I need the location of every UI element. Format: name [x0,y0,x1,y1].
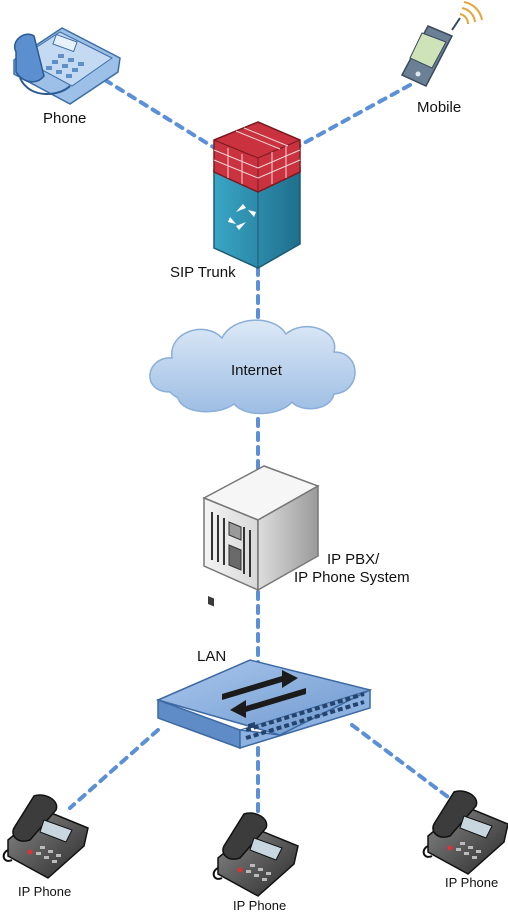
mobile-phone-icon [400,1,483,87]
ip-phone-right-icon [422,790,508,875]
desk-phone-icon [13,27,121,105]
ip-phone-center-icon [212,812,299,897]
ip-pbx-server-icon [202,465,320,607]
label-ip-phone-center: IP Phone [233,898,287,913]
internet-cloud-icon [149,319,356,415]
label-ip-phone-right: IP Phone [445,875,499,890]
label-phone: Phone [43,110,87,127]
link-lan-ip-phone-left [68,728,160,810]
ip-phone-left-icon [2,794,89,879]
label-internet: Internet [231,362,282,379]
label-ip-pbx-line1: IP PBX/ [327,551,380,568]
lan-switch-icon [155,659,373,750]
firewall-router-icon [213,121,301,269]
link-mobile-sip-trunk [293,83,412,150]
link-phone-sip-trunk [103,78,220,152]
label-sip-trunk: SIP Trunk [170,264,236,281]
label-mobile: Mobile [417,99,462,116]
connections [68,78,454,814]
link-lan-ip-phone-right [350,723,454,802]
label-lan: LAN [197,648,227,665]
label-ip-phone-left: IP Phone [18,884,72,899]
label-ip-pbx-line2: IP Phone System [294,569,410,586]
